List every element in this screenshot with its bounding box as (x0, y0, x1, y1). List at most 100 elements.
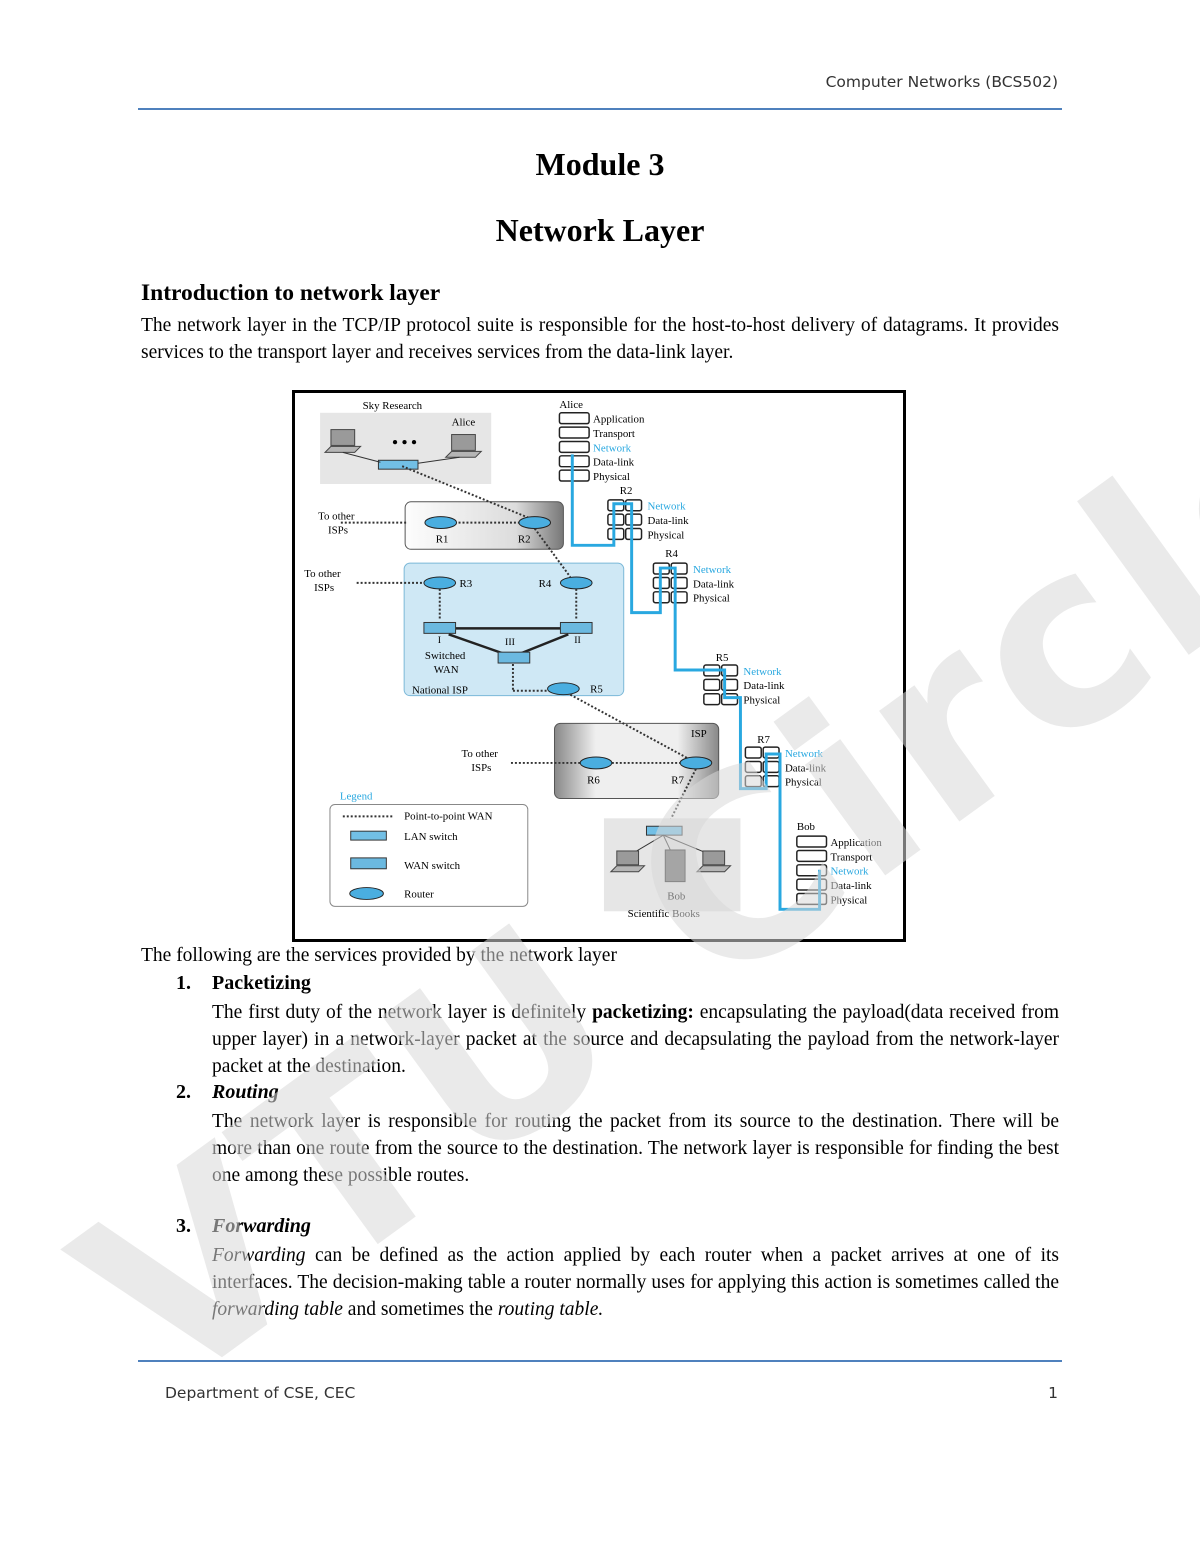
router-icon (424, 516, 458, 530)
layer-box (796, 849, 828, 863)
network-diagram-svg: Sky Research Alice • • • To other ISPs (304, 399, 882, 920)
lan-switch-icon (342, 451, 460, 470)
body-em-term: routing table. (497, 1299, 604, 1320)
legend-lan-switch-icon (350, 830, 387, 841)
layer-box (796, 864, 828, 877)
stack-title: R2 (620, 485, 633, 497)
router-icon (579, 756, 613, 770)
chapter-title: Network Layer (495, 212, 705, 248)
section-heading-intro: Introduction to network layer (141, 280, 441, 306)
server-icon (664, 849, 686, 883)
stack-title: R5 (716, 652, 729, 664)
router-icon (559, 576, 593, 590)
wan-link (448, 633, 506, 656)
header-rule (138, 108, 1062, 110)
layer-box (558, 426, 590, 439)
isp-label: ISP (691, 728, 707, 740)
router-icon (547, 682, 580, 696)
layer-box (670, 576, 688, 590)
legend-router-label: Router (404, 888, 434, 900)
layer-label-network: Network (593, 442, 632, 454)
layer-box (624, 513, 643, 526)
layer-label-physical: Physical (743, 695, 780, 707)
service-number: 2. (176, 1081, 191, 1103)
layer-label-datalink: Data-link (593, 457, 635, 469)
legend-wan-label: WAN switch (404, 860, 460, 872)
layer-box (744, 775, 762, 788)
layer-box (703, 692, 721, 706)
layer-label-network: Network (693, 564, 732, 576)
layer-label-physical: Physical (830, 894, 867, 906)
stack-title: Alice (559, 399, 583, 411)
layer-box (607, 527, 625, 541)
router-icon (423, 576, 457, 590)
layer-label-application: Application (830, 837, 882, 849)
wan-switch-label-2: II (574, 635, 581, 646)
body-text: encapsulating the payload(data received … (212, 1002, 1059, 1077)
legend-lan-label: LAN switch (404, 831, 458, 843)
layer-box (703, 678, 721, 691)
layer-box (670, 591, 688, 604)
router-label-r1: R1 (436, 533, 449, 545)
layer-label-datalink: Data-link (743, 680, 785, 692)
module-heading: Module 3 (535, 146, 665, 182)
network-diagram: Sky Research Alice • • • To other ISPs (292, 390, 906, 942)
footer-department: Department of CSE, CEC (165, 1384, 356, 1402)
to-other-label: To other (304, 568, 341, 580)
layer-label-network: Network (743, 666, 782, 678)
wan-switch-label-3: III (505, 637, 515, 648)
wan-link (518, 633, 569, 656)
layer-label-application: Application (593, 414, 645, 426)
wan-switch-icon (559, 621, 593, 634)
p2p-link (665, 768, 697, 829)
layer-label-datalink: Data-link (785, 762, 827, 774)
layer-box (607, 513, 625, 526)
layer-label-physical: Physical (693, 593, 730, 605)
layer-box (558, 469, 590, 482)
legend-p2p-label: Point-to-point WAN (404, 810, 492, 822)
page-number: 1 (1048, 1384, 1058, 1402)
layer-label-physical: Physical (785, 777, 822, 789)
switched-wan-label: WAN (434, 664, 459, 676)
router-label-r6: R6 (587, 775, 600, 787)
isp-box (553, 722, 720, 800)
layer-label-datalink: Data-link (830, 880, 872, 892)
router-label-r5: R5 (590, 684, 603, 696)
layer-label-transport: Transport (593, 428, 635, 440)
p2p-link (569, 693, 690, 760)
scientific-books-label: Scientific Books (628, 908, 700, 920)
isps-label: ISPs (328, 524, 348, 536)
router-label-r7: R7 (671, 775, 684, 787)
layer-box (796, 878, 828, 891)
laptop-icon (609, 850, 646, 873)
legend-box (329, 803, 529, 907)
wan-switch-label-1: I (438, 635, 441, 646)
router-label-r4: R4 (539, 578, 552, 590)
legend-title: Legend (340, 791, 373, 803)
layer-label-physical: Physical (593, 471, 630, 483)
isps-label: ISPs (471, 762, 491, 774)
intro-paragraph: The network layer in the TCP/IP protocol… (141, 315, 1059, 363)
service-item-3-heading: 3.Forwarding (176, 1215, 311, 1238)
body-em-term: forwarding table (212, 1299, 343, 1320)
layer-box (744, 746, 762, 759)
layer-box (558, 440, 590, 454)
layer-label-network: Network (785, 748, 824, 760)
more-hosts-dots: • • • (392, 434, 417, 451)
laptop-icon (323, 429, 362, 453)
services-intro: The following are the services provided … (141, 945, 617, 966)
p2p-link (401, 465, 532, 520)
layer-box (558, 455, 590, 468)
body-em-term: Forwarding (212, 1245, 306, 1266)
laptop-icon (444, 434, 483, 458)
laptop-icon (695, 850, 732, 873)
footer-rule (138, 1360, 1062, 1362)
running-header: Computer Networks (BCS502) (825, 73, 1058, 91)
service-number: 3. (176, 1215, 191, 1237)
service-title: Routing (212, 1081, 279, 1103)
layer-box (744, 760, 762, 774)
layer-label-network: Network (647, 501, 686, 513)
layer-label-transport: Transport (830, 851, 872, 863)
service-item-1-body: The first duty of the network layer is d… (212, 999, 1059, 1080)
